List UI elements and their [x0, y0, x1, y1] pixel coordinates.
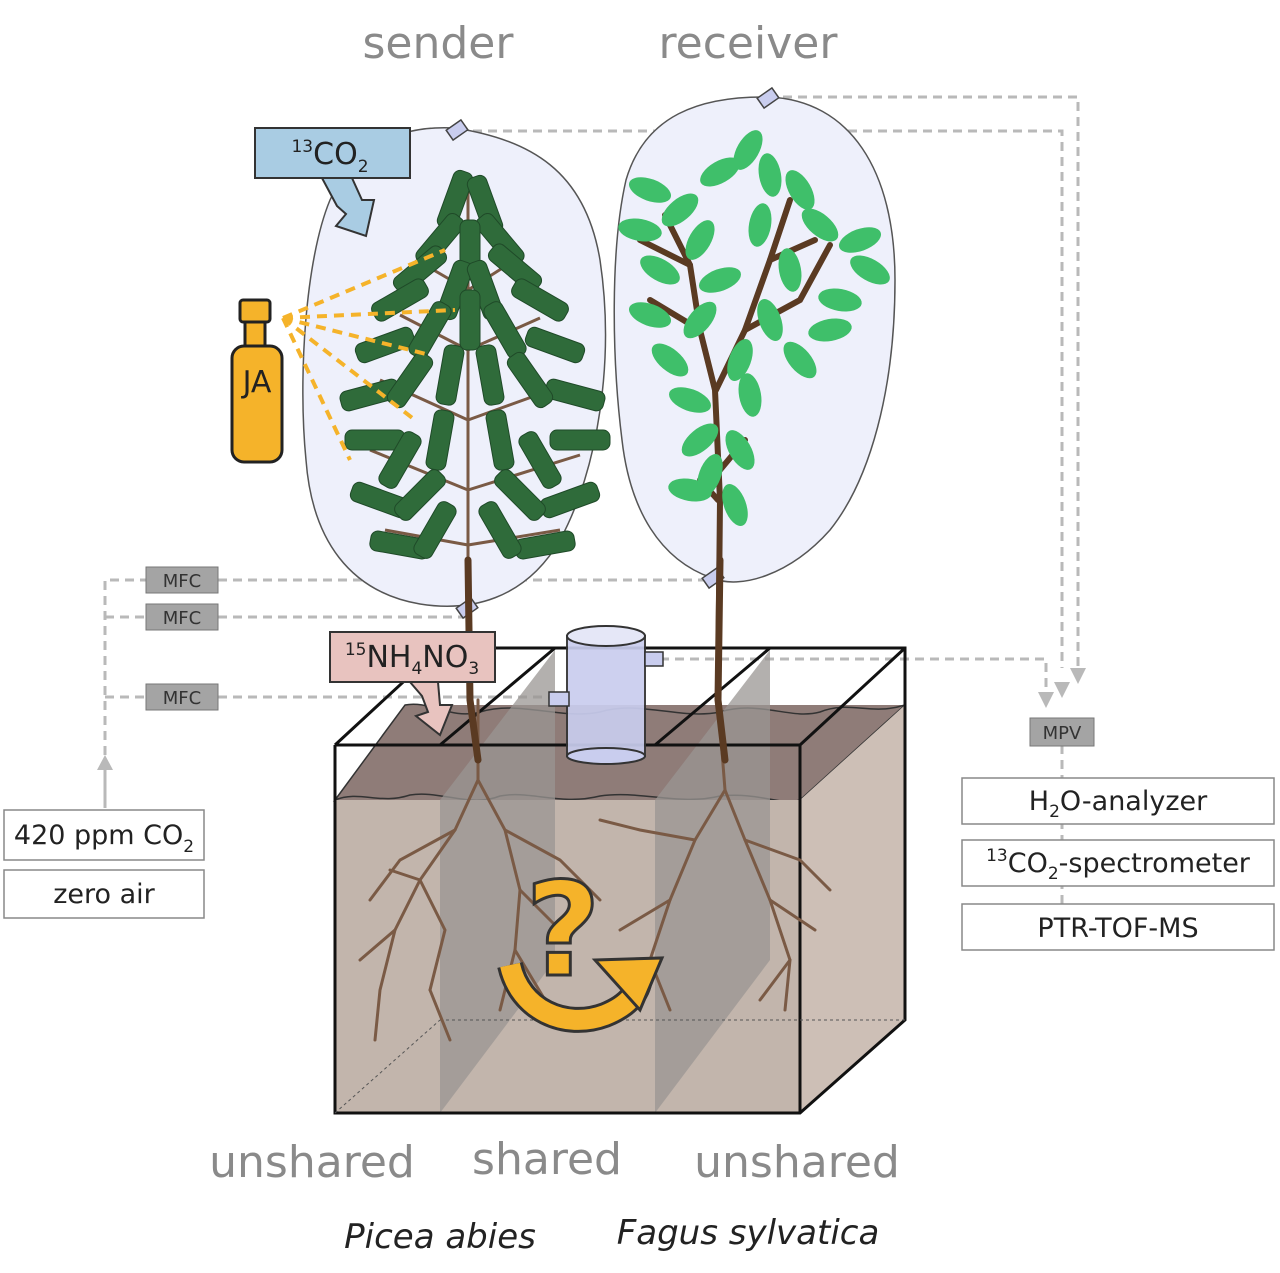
compartment-left: unshared: [209, 1137, 415, 1188]
n-a: NH: [366, 640, 411, 675]
mfc-3: MFC: [163, 688, 201, 709]
co2spec-sup: 13: [986, 846, 1008, 866]
ja-label: JA: [241, 365, 272, 400]
svg-text:H2O-analyzer: H2O-analyzer: [1029, 786, 1208, 822]
ja-spray-bottle: JA: [230, 298, 284, 464]
spruce-needle-cluster: [378, 431, 422, 489]
spruce-tree: [339, 169, 611, 595]
spruce-needle-cluster: [506, 351, 554, 409]
spruce-needle-cluster: [494, 469, 546, 521]
mfc-1: MFC: [163, 571, 201, 592]
co2-pulse-sub: 2: [358, 157, 369, 177]
spruce-needle-cluster: [459, 289, 481, 351]
svg-text:15NH4NO3: 15NH4NO3: [345, 640, 479, 679]
beech-leaf: [850, 255, 890, 285]
mpv-inlet-arrows: [1038, 668, 1086, 708]
beech-leaf: [757, 298, 783, 342]
stems: [464, 556, 729, 764]
receiver-chamber: [613, 96, 896, 583]
mfc-boxes: MFC MFC MFC: [145, 566, 219, 711]
zero-air-label: zero air: [53, 879, 155, 910]
n-sup: 15: [345, 640, 367, 660]
n-sub2: 3: [468, 659, 479, 679]
spruce-needle-cluster: [394, 469, 446, 521]
svg-text:13CO2-spectrometer: 13CO2-spectrometer: [986, 846, 1251, 884]
analyzer-boxes: H2O-analyzer 13CO2-spectrometer PTR-TOF-…: [961, 777, 1275, 951]
svg-text:420 ppm CO2: 420 ppm CO2: [14, 820, 194, 857]
beech-leaf: [697, 453, 723, 497]
beech-leaf: [778, 248, 802, 292]
co2spec-b: -spectrometer: [1059, 848, 1251, 879]
co2-pulse-sup: 13: [291, 137, 313, 157]
beech-leaf: [722, 483, 748, 527]
h2o-a: H: [1029, 786, 1049, 817]
species-spruce: Picea abies: [344, 1217, 536, 1257]
beech-leaf: [733, 130, 763, 170]
mpv-label: MPV: [1043, 723, 1082, 744]
spruce-needle-cluster: [478, 501, 522, 559]
receiver-header: receiver: [659, 18, 839, 69]
n-sub1: 4: [411, 659, 422, 679]
beech-leaf: [783, 341, 817, 379]
beech-leaf: [808, 318, 852, 342]
beech-leaf: [685, 220, 715, 260]
spruce-needle-cluster: [475, 344, 505, 406]
roots: [358, 698, 832, 1042]
compartment-right: unshared: [694, 1137, 900, 1188]
beech-leaf: [681, 423, 719, 457]
beech-leaf: [651, 343, 689, 377]
gas-source-boxes: 420 ppm CO2 zero air: [3, 809, 205, 919]
beech-leaf: [618, 218, 662, 242]
co2-pulse-label: 13CO2: [254, 127, 411, 238]
mfc-2: MFC: [163, 608, 201, 629]
spruce-needle-cluster: [518, 431, 562, 489]
h2o-sub: 2: [1049, 802, 1060, 822]
ptr-label: PTR-TOF-MS: [1037, 913, 1198, 944]
n-b: NO: [422, 640, 468, 675]
divider-right: [655, 650, 770, 1113]
beech-tree: [618, 130, 890, 703]
co2-source-label: 420 ppm CO: [14, 820, 183, 851]
supply-up-arrow: [97, 755, 113, 808]
co2spec-sub: 2: [1048, 864, 1059, 884]
spruce-needle-cluster: [435, 344, 465, 406]
beech-leaf: [700, 157, 740, 187]
co2-source-sub: 2: [183, 837, 194, 857]
spruce-needle-cluster: [511, 278, 569, 322]
beech-leaf: [668, 387, 712, 413]
compartment-middle: shared: [472, 1134, 622, 1185]
beech-leaf: [818, 288, 862, 312]
spruce-needle-cluster: [524, 326, 586, 364]
beech-leaf: [683, 301, 717, 339]
ja-spray-lines: [281, 248, 456, 461]
beech-leaf: [725, 430, 755, 470]
spruce-needle-cluster: [549, 429, 611, 451]
beech-leaf: [628, 177, 672, 203]
nitrogen-label: 15NH4NO3: [329, 631, 496, 737]
svg-text:13CO2: 13CO2: [291, 137, 368, 177]
beech-leaf: [661, 193, 699, 227]
beech-leaf: [838, 227, 882, 253]
co2spec-a: CO: [1008, 848, 1048, 879]
question-mark: ?: [525, 854, 600, 1006]
spruce-needle-cluster: [413, 501, 457, 559]
beech-leaf: [738, 373, 762, 417]
beech-leaf: [698, 267, 742, 293]
species-beech: Fagus sylvatica: [617, 1213, 880, 1253]
beech-leaf: [640, 255, 680, 285]
transfer-question: ?: [497, 853, 665, 1033]
beech-leaf: [758, 153, 782, 197]
beech-leaf: [727, 338, 753, 382]
beech-leaf: [748, 203, 772, 247]
beech-leaf: [801, 208, 839, 242]
sender-header: sender: [363, 18, 515, 69]
soil-collar-cylinder: [548, 625, 664, 765]
mpv-box: MPV: [1029, 717, 1095, 747]
h2o-b: O-analyzer: [1060, 786, 1208, 817]
beech-leaf: [628, 302, 672, 328]
beech-leaf: [785, 170, 815, 210]
co2-pulse-main: CO: [313, 137, 358, 172]
